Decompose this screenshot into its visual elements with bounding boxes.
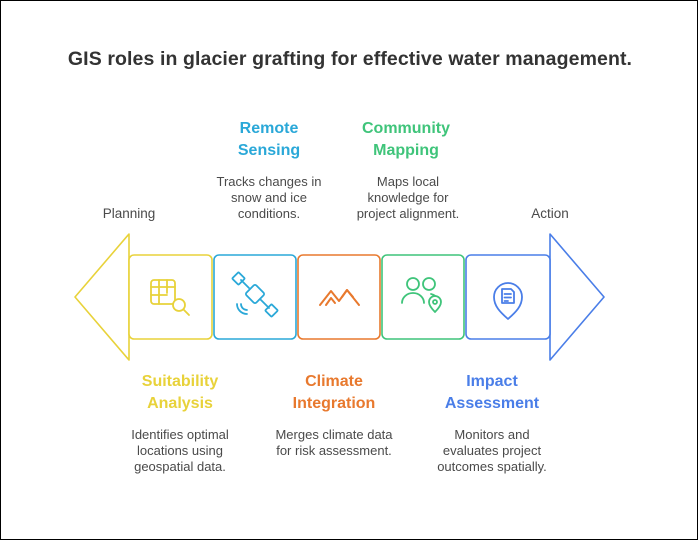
community-mapping-heading: Community Mapping xyxy=(362,120,450,159)
community-mapping-description: Maps local knowledge for project alignme… xyxy=(356,174,460,221)
step-box-community xyxy=(381,254,465,340)
step-box-climate xyxy=(297,254,381,340)
satellite-icon xyxy=(231,271,279,318)
step-box-remote-sensing xyxy=(213,254,297,340)
document-pin-icon xyxy=(493,282,523,320)
suitability-analysis-heading: Suitability Analysis xyxy=(141,373,219,412)
right-arrow-head xyxy=(549,233,605,361)
suitability-analysis-description: Identifies optimal locations using geosp… xyxy=(131,427,229,474)
action-label: Action xyxy=(531,206,569,221)
page-title: GIS roles in glacier grafting for effect… xyxy=(67,48,633,70)
climate-integration-description: Merges climate data for risk assessment. xyxy=(275,427,393,458)
left-arrow-head xyxy=(74,233,130,361)
people-location-icon xyxy=(401,277,442,313)
mountains-icon xyxy=(319,289,360,306)
impact-assessment-heading: Impact Assessment xyxy=(444,373,540,412)
spreadsheet-search-icon xyxy=(150,279,190,316)
planning-label: Planning xyxy=(102,206,156,221)
climate-integration-heading: Climate Integration xyxy=(292,373,376,412)
remote-sensing-heading: Remote Sensing xyxy=(237,120,301,159)
remote-sensing-description: Tracks changes in snow and ice condition… xyxy=(216,174,322,221)
impact-assessment-description: Monitors and evaluates project outcomes … xyxy=(437,427,547,474)
step-box-suitability xyxy=(128,254,213,340)
